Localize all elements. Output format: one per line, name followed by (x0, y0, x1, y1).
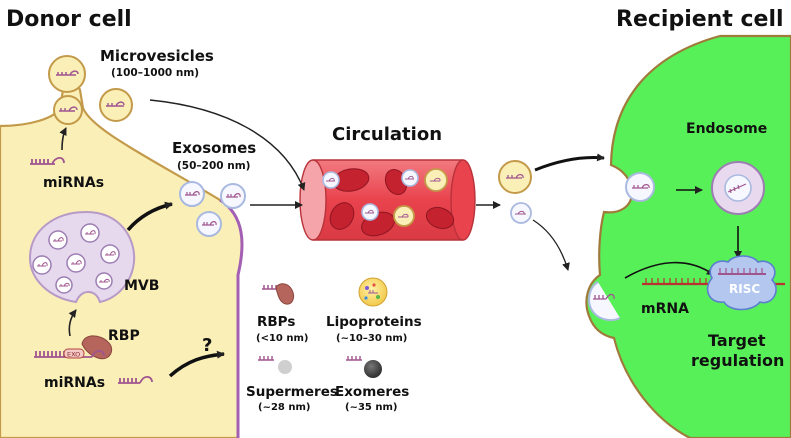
mirnas-top-label: miRNAs (43, 175, 104, 191)
arrow-to-endocytosis (534, 153, 605, 172)
rbp-label: RBP (108, 328, 140, 344)
supermere-icon (258, 356, 292, 374)
mvb (28, 210, 136, 304)
vesicle-out-yellow (498, 160, 532, 194)
risc-label: RISC (729, 282, 760, 296)
arrow-mvb-to-exosomes (126, 201, 173, 232)
target-regulation-line2: regulation (691, 351, 784, 370)
question-mark: ? (202, 335, 212, 356)
risc-complex (706, 255, 777, 311)
arrow-fusion-to-risc (624, 261, 715, 279)
microvesicle-right (99, 88, 133, 122)
mirnas-bottom-label: miRNAs (44, 375, 105, 391)
mirna-icon-top (30, 156, 65, 165)
circulation-label: Circulation (332, 124, 442, 145)
recipient-cell-title: Recipient cell (616, 7, 784, 32)
target-regulation-line1: Target (708, 331, 766, 350)
microvesicle-budding (53, 95, 83, 125)
rbps-size: (<10 nm) (256, 333, 308, 344)
vesicle-out-white (510, 202, 532, 224)
microvesicle-top (48, 55, 86, 93)
exosome-3 (196, 211, 222, 237)
fusing-vesicle (588, 281, 621, 322)
lipoproteins-label: Lipoproteins (326, 314, 422, 330)
endosome-label: Endosome (686, 121, 767, 137)
arrow-microvesicles-to-circulation (149, 99, 306, 191)
arrow-mirna-to-mvb (68, 309, 77, 337)
mvb-label: MVB (124, 278, 159, 294)
endosome (711, 161, 765, 215)
mirna-icon-bottom (118, 375, 153, 384)
supermeres-size: (~28 nm) (258, 402, 310, 413)
rbps-label: RBPs (257, 314, 295, 330)
endocytosed-vesicle (625, 172, 655, 202)
mrna-label: mRNA (641, 301, 689, 317)
exosome-2 (220, 183, 246, 209)
exosomes-label: Exosomes (172, 139, 256, 157)
mirna-exo-icon (34, 348, 105, 359)
lipoprotein-icon (358, 277, 388, 307)
exomeres-size: (~35 nm) (345, 402, 397, 413)
rbps-icon (262, 283, 295, 305)
donor-cell-title: Donor cell (6, 7, 132, 32)
arrow-mirna-to-microvesicle (59, 127, 67, 151)
exosomes-size: (50–200 nm) (177, 160, 250, 172)
exomeres-label: Exomeres (335, 384, 409, 400)
microvesicles-size: (100–1000 nm) (111, 67, 199, 79)
red-blood-cells (329, 168, 455, 237)
arrow-mirna-to-nonvesicular (168, 350, 225, 378)
recipient-cell (585, 34, 791, 438)
circulating-vesicles (322, 168, 448, 227)
microvesicles-label: Microvesicles (100, 47, 214, 65)
exo-label: EXO (67, 351, 80, 359)
supermeres-label: Supermeres (246, 384, 338, 400)
exomere-icon (346, 356, 382, 378)
exosome-1 (179, 181, 205, 207)
arrow-to-fusion (532, 219, 570, 271)
lipoproteins-size: (~10–30 nm) (336, 333, 407, 344)
